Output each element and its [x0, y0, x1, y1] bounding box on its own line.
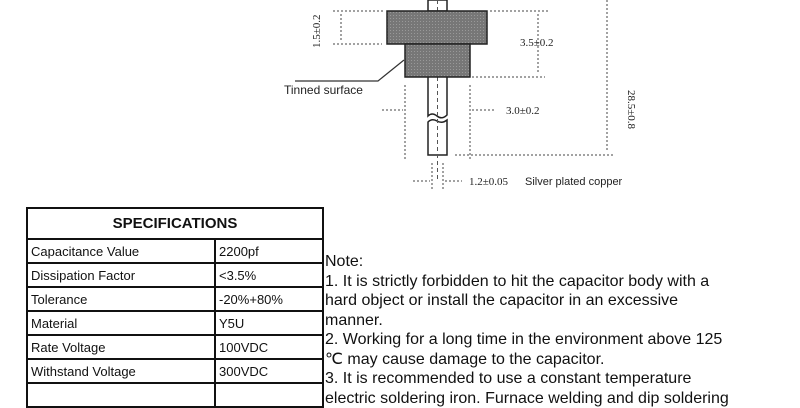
spec-label: Dissipation Factor: [27, 263, 215, 287]
spec-value: 100VDC: [215, 335, 323, 359]
spec-label: Withstand Voltage: [27, 359, 215, 383]
spec-label: Capacitance Value: [27, 239, 215, 263]
dim-lead: 1.2±0.05: [469, 176, 509, 188]
notes-heading: Note:: [325, 252, 795, 272]
spec-value: Y5U: [215, 311, 323, 335]
spec-label: Rate Voltage: [27, 335, 215, 359]
lead-material: Silver plated copper: [525, 176, 623, 188]
spec-value: -20%+80%: [215, 287, 323, 311]
dim-total-length: 28.5±0.8: [625, 90, 637, 130]
table-row: Dissipation Factor<3.5%: [27, 263, 323, 287]
spec-label: Material: [27, 311, 215, 335]
table-row: Tolerance-20%+80%: [27, 287, 323, 311]
spec-value: 2200pf: [215, 239, 323, 263]
spec-value: 300VDC: [215, 359, 323, 383]
note-line: 3. It is recommended to use a constant t…: [325, 369, 795, 389]
spec-label: Tolerance: [27, 287, 215, 311]
note-line: manner.: [325, 311, 795, 331]
dim-body-height: 3.5±0.2: [520, 37, 554, 49]
table-row: [27, 383, 323, 407]
dim-base-width: 3.0±0.2: [506, 105, 540, 117]
specifications-title: SPECIFICATIONS: [27, 208, 323, 239]
tinned-surface-callout: Tinned surface: [284, 83, 363, 97]
notes: Note: 1. It is strictly forbidden to hit…: [325, 252, 795, 408]
note-line: ℃ may cause damage to the capacitor.: [325, 350, 795, 370]
dim-body-thickness: 1.5±0.2: [311, 14, 323, 48]
note-line: 1. It is strictly forbidden to hit the c…: [325, 272, 795, 292]
capacitor-body-base: [405, 44, 470, 77]
capacitor-body-top: [387, 11, 487, 44]
note-line: hard object or install the capacitor in …: [325, 291, 795, 311]
spec-value: <3.5%: [215, 263, 323, 287]
capacitor-dimension-diagram: 1.5±0.2 3.5±0.2 28.5±0.8 3.0±0.2 1.2±0.0…: [0, 0, 800, 200]
note-line: electric soldering iron. Furnace welding…: [325, 389, 795, 408]
note-line: 2. Working for a long time in the enviro…: [325, 330, 795, 350]
